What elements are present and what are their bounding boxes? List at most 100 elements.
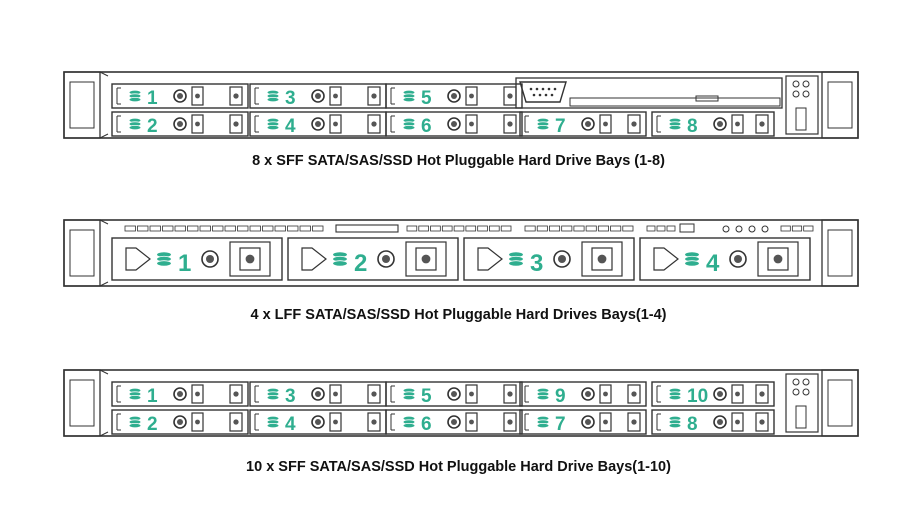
drive-bay-lff: 2 bbox=[287, 237, 459, 281]
stacked-disk-icon bbox=[332, 251, 348, 267]
stacked-disk-icon bbox=[402, 415, 416, 429]
square-latch-icon bbox=[229, 114, 243, 134]
circle-led-icon bbox=[713, 415, 727, 429]
drive-bay-sff: 2 bbox=[111, 111, 249, 137]
square-latch-icon bbox=[465, 384, 478, 404]
square-latch-icon bbox=[329, 412, 342, 432]
vent-strip bbox=[124, 225, 324, 232]
rack-ear-right-grip bbox=[827, 81, 853, 129]
stacked-disk-icon bbox=[128, 387, 142, 401]
square-latch-icon bbox=[329, 114, 342, 134]
rack-ear-left-grip bbox=[69, 229, 95, 277]
vent-strip bbox=[406, 225, 512, 232]
square-latch-icon bbox=[191, 86, 204, 106]
drive-bay-lff: 3 bbox=[463, 237, 635, 281]
rack-ear-left bbox=[63, 219, 101, 287]
square-latch-icon bbox=[329, 86, 342, 106]
circle-led-icon bbox=[311, 117, 325, 131]
square-latch-icon bbox=[599, 412, 612, 432]
caption-sff10: 10 x SFF SATA/SAS/SSD Hot Pluggable Hard… bbox=[246, 459, 671, 475]
square-latch-icon bbox=[503, 114, 517, 134]
square-latch-icon bbox=[627, 114, 641, 134]
stacked-disk-icon bbox=[684, 251, 700, 267]
square-latch-icon bbox=[627, 384, 641, 404]
optical-vga-area bbox=[515, 77, 783, 109]
circle-led-icon bbox=[447, 89, 461, 103]
rack-ear-left-grip bbox=[69, 379, 95, 427]
usb-port-icon bbox=[795, 107, 807, 131]
square-latch-icon bbox=[755, 384, 769, 404]
bay-number: 8 bbox=[687, 116, 698, 137]
rack-ear-left bbox=[63, 369, 101, 437]
drive-bay-sff: 9 bbox=[519, 381, 647, 407]
square-latch-icon bbox=[367, 114, 381, 134]
square-latch-icon bbox=[367, 384, 381, 404]
bay-number: 10 bbox=[687, 386, 708, 407]
circle-led-icon bbox=[173, 117, 187, 131]
bay-number: 4 bbox=[285, 414, 296, 435]
square-latch-icon bbox=[415, 247, 437, 271]
square-latch-icon bbox=[755, 114, 769, 134]
bay-number: 1 bbox=[178, 250, 191, 277]
circle-led-icon bbox=[581, 387, 595, 401]
bay-number: 7 bbox=[555, 116, 566, 137]
circle-led-icon bbox=[311, 387, 325, 401]
bay-number: 3 bbox=[285, 386, 296, 407]
drive-bay-sff: 1 bbox=[111, 381, 249, 407]
square-latch-icon bbox=[367, 412, 381, 432]
circle-led-icon bbox=[447, 415, 461, 429]
stacked-disk-icon bbox=[128, 89, 142, 103]
circle-led-icon bbox=[201, 250, 219, 268]
drive-bay-sff: 10 bbox=[651, 381, 775, 407]
vga-port-icon bbox=[519, 81, 567, 103]
circle-led-icon bbox=[311, 89, 325, 103]
bay-number: 1 bbox=[147, 386, 158, 407]
stacked-disk-icon bbox=[402, 387, 416, 401]
status-led-icon bbox=[722, 225, 730, 233]
stacked-disk-icon bbox=[266, 89, 280, 103]
square-latch-icon bbox=[755, 412, 769, 432]
drive-bay-lff: 1 bbox=[111, 237, 283, 281]
control-panel bbox=[785, 75, 819, 135]
drive-bay-sff: 4 bbox=[249, 409, 387, 435]
caption-lff4: 4 x LFF SATA/SAS/SSD Hot Pluggable Hard … bbox=[250, 307, 667, 323]
lff-handle-shape bbox=[653, 247, 679, 271]
circle-led-icon bbox=[553, 250, 571, 268]
circle-led-icon bbox=[173, 387, 187, 401]
bay-number: 2 bbox=[147, 414, 158, 435]
stacked-disk-icon bbox=[402, 117, 416, 131]
rack-ear-right bbox=[821, 71, 859, 139]
drive-bay-sff: 8 bbox=[651, 409, 775, 435]
circle-led-icon bbox=[713, 117, 727, 131]
square-latch-icon bbox=[367, 86, 381, 106]
square-latch-icon bbox=[731, 412, 744, 432]
bay-number: 5 bbox=[421, 88, 432, 109]
stacked-disk-icon bbox=[668, 415, 682, 429]
control-panel bbox=[785, 373, 819, 433]
circle-led-icon bbox=[729, 250, 747, 268]
square-latch-icon bbox=[599, 114, 612, 134]
square-latch-icon bbox=[229, 384, 243, 404]
status-led-icon bbox=[761, 225, 769, 233]
square-latch-icon bbox=[229, 412, 243, 432]
usb-port-icon bbox=[795, 405, 807, 429]
square-latch-icon bbox=[191, 114, 204, 134]
vent-strip bbox=[646, 225, 676, 232]
bay-number: 3 bbox=[530, 250, 543, 277]
usb-port-icon bbox=[679, 223, 695, 233]
bay-number: 6 bbox=[421, 116, 432, 137]
drive-bay-sff: 6 bbox=[385, 111, 523, 137]
rack-ear-left-grip bbox=[69, 81, 95, 129]
vent-strip bbox=[524, 225, 634, 232]
stacked-disk-icon bbox=[508, 251, 524, 267]
drive-slot bbox=[569, 97, 781, 107]
square-latch-icon bbox=[627, 412, 641, 432]
stacked-disk-icon bbox=[156, 251, 172, 267]
square-latch-icon bbox=[465, 412, 478, 432]
status-led-icon bbox=[735, 225, 743, 233]
square-latch-icon bbox=[599, 384, 612, 404]
square-latch-icon bbox=[731, 384, 744, 404]
